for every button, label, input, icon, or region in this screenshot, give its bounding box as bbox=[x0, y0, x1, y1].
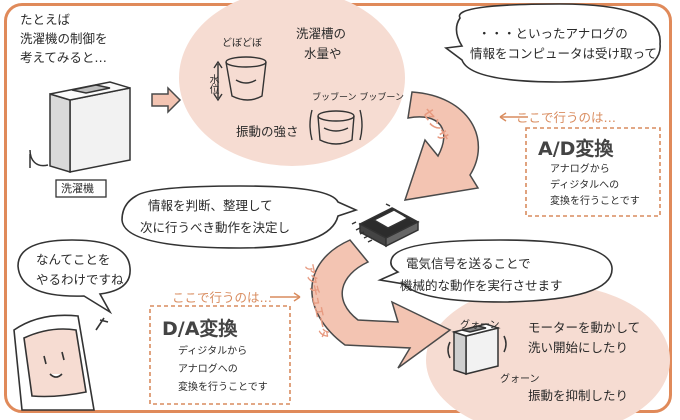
motor-line1: モーターを動かして bbox=[528, 320, 641, 335]
bubble-mid-line1: 情報を判断、整理して bbox=[148, 198, 273, 213]
vibration-sfx: ブッブーン ブッブーン bbox=[312, 93, 404, 103]
bubble-top-line2: 情報をコンピュータは受け取って bbox=[470, 46, 657, 61]
cpu-chip-icon bbox=[351, 203, 420, 248]
bubble-char-shape bbox=[17, 239, 131, 315]
washer-label: 洗濯機 bbox=[61, 182, 94, 195]
ad-box bbox=[525, 127, 661, 217]
washer-label-box bbox=[55, 179, 107, 198]
motor-brake: 振動を抑制したり bbox=[528, 388, 629, 403]
computer-character-icon bbox=[13, 314, 109, 411]
da-title: D/A変換 bbox=[162, 318, 238, 340]
ad-desc3: 変換を行うことです bbox=[550, 196, 640, 207]
bubble-right-line1: 電気信号を送ることで bbox=[406, 256, 531, 271]
tub-line2: 水量や bbox=[304, 46, 342, 61]
motor-sfx1: グォーン bbox=[460, 320, 500, 331]
tub-sfx: どぼどぼ bbox=[222, 38, 262, 49]
tub-line1: 洗濯槽の bbox=[296, 26, 347, 41]
motor-sfx2: グォーン bbox=[500, 374, 540, 385]
motor-blob bbox=[426, 284, 670, 420]
water-tub-icon bbox=[213, 56, 267, 102]
da-desc2: アナログへの bbox=[178, 364, 238, 375]
flow-arrow bbox=[151, 86, 182, 114]
bubble-mid-shape bbox=[121, 185, 359, 249]
ad-lead: ここで行うのは… bbox=[516, 110, 617, 125]
water-level-label: 水位 bbox=[207, 74, 218, 94]
motor-line2: 洗い開始にしたり bbox=[528, 340, 629, 355]
bubble-mid-line2: 次に行うべき動作を決定し bbox=[140, 220, 291, 235]
intro-line2: 洗濯機の制御を bbox=[20, 31, 108, 46]
sensor-arrow bbox=[403, 91, 480, 201]
ad-desc2: ディジタルへの bbox=[550, 180, 620, 191]
bubble-right-line2: 機械的な動作を実行させます bbox=[400, 278, 563, 293]
bubble-right-shape bbox=[377, 239, 613, 303]
washer-icon bbox=[29, 81, 131, 174]
bubble-char-line1: なんてことを bbox=[36, 252, 111, 267]
intro-line1: たとえば bbox=[20, 12, 71, 27]
tub-blob bbox=[179, 0, 405, 166]
da-lead: ここで行うのは… bbox=[172, 290, 273, 305]
ad-desc1: アナログから bbox=[550, 164, 610, 175]
da-desc3: 変換を行うことです bbox=[178, 382, 268, 393]
bubble-top-line1: ・・・といったアナログの bbox=[478, 26, 628, 41]
intro-line3: 考えてみると… bbox=[20, 50, 107, 65]
da-desc1: ディジタルから bbox=[178, 346, 248, 357]
da-box bbox=[149, 305, 291, 405]
ad-title: A/D変換 bbox=[538, 138, 614, 160]
vibration-label: 振動の強さ bbox=[236, 124, 299, 139]
bubble-top-shape bbox=[443, 3, 661, 83]
actuator-arrow bbox=[311, 239, 452, 369]
washer-motor-icon bbox=[447, 323, 507, 376]
bubble-char-line2: やるわけですね bbox=[36, 272, 124, 287]
vibration-icon bbox=[309, 109, 363, 145]
